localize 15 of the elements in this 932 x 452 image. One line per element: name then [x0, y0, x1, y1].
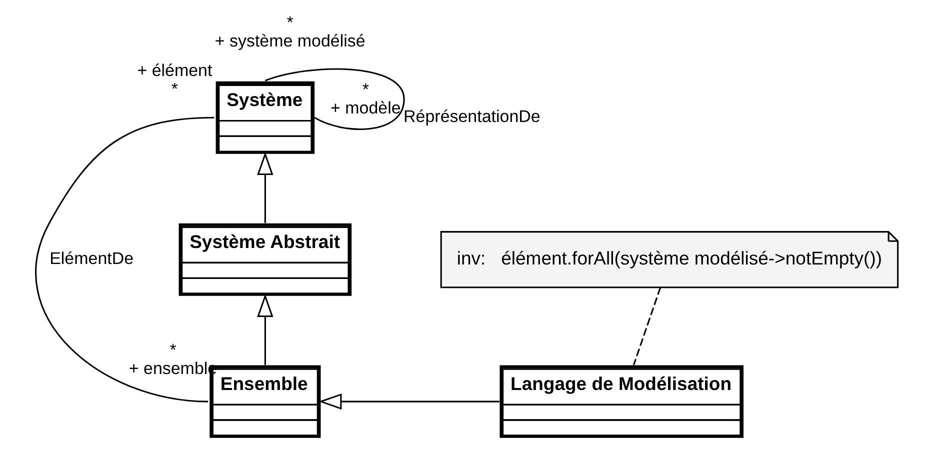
label: * — [169, 340, 176, 360]
connector — [34, 116, 214, 402]
arrow — [256, 152, 273, 224]
label: + système modélisé — [214, 31, 365, 50]
label: * — [362, 80, 368, 100]
connector — [264, 68, 404, 130]
arrow — [318, 393, 499, 410]
label: * — [170, 79, 178, 98]
edge-label: RéprésentationDe — [403, 106, 540, 126]
label: * — [286, 12, 293, 32]
connector — [632, 287, 661, 366]
edge-label: ElémentDe — [49, 248, 134, 268]
arrow — [256, 294, 273, 365]
label: + modèle — [330, 98, 400, 118]
label: + élément — [136, 60, 212, 80]
